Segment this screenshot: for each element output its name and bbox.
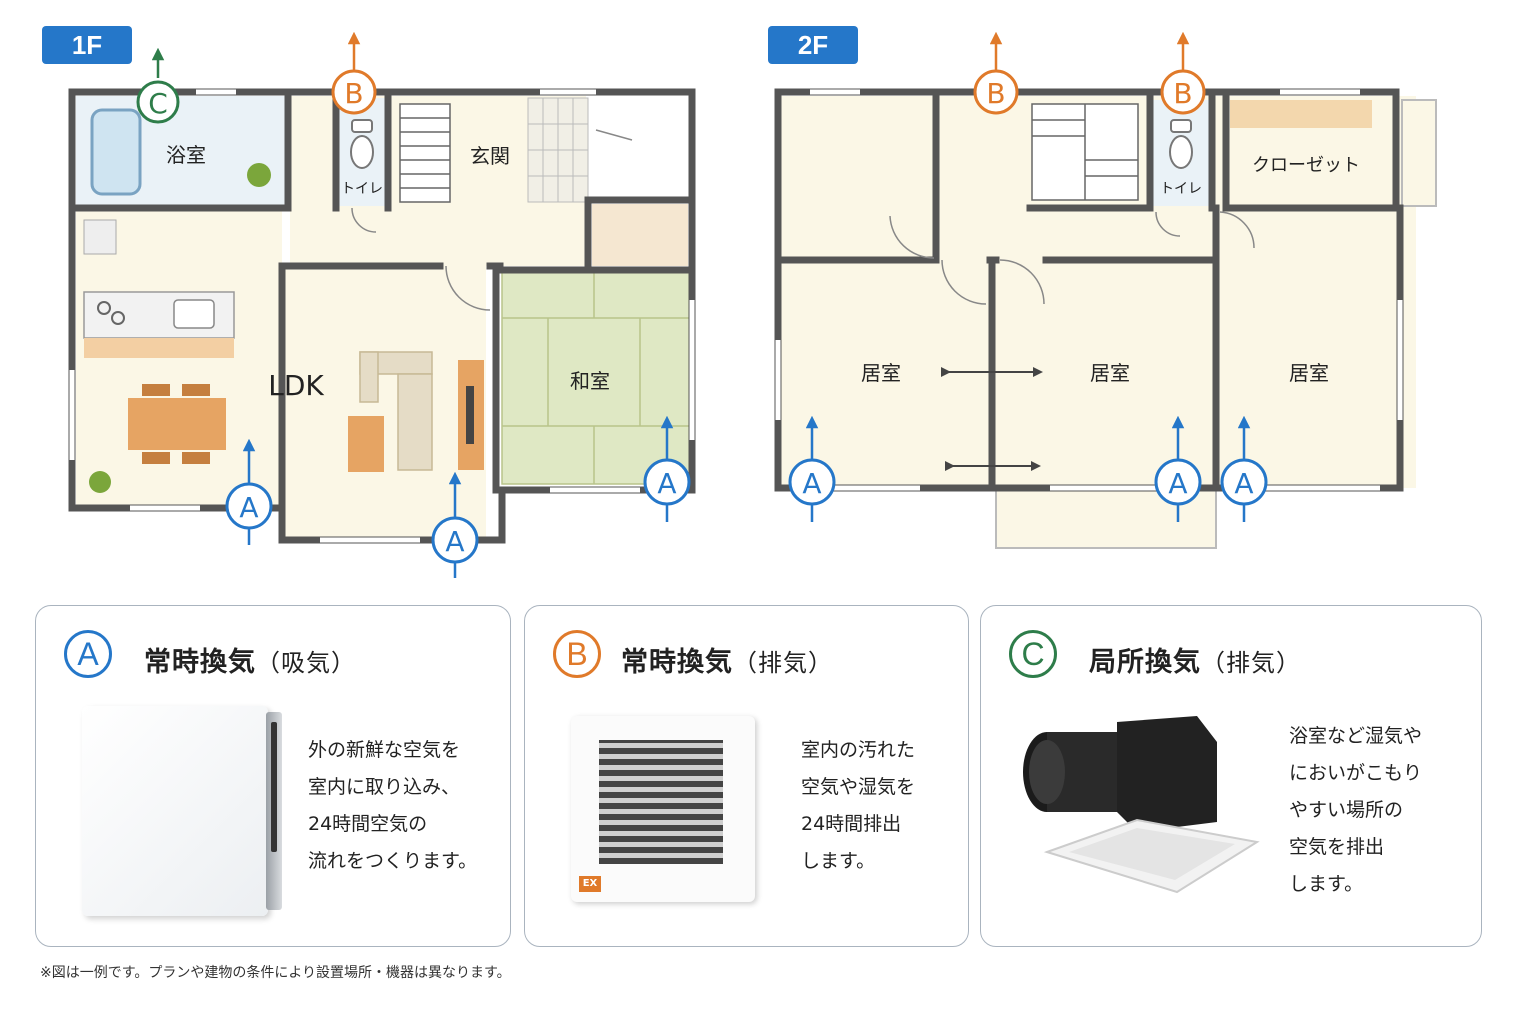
room-label-bath: 浴室 bbox=[166, 143, 206, 167]
card-b-description: 室内の汚れた 空気や湿気を 24時間排出 します。 bbox=[801, 739, 916, 872]
floor-1f-badge: 1F bbox=[42, 26, 132, 64]
wall-exhaust-fan-icon: EX bbox=[571, 716, 755, 902]
footnote: ※図は一例です。プランや建物の条件により設置場所・機器は異なります。 bbox=[40, 965, 511, 981]
marker-a-1f-dining: A bbox=[225, 438, 273, 545]
card-b-letter: B bbox=[553, 630, 601, 678]
room-label-closet: クローゼット bbox=[1252, 155, 1360, 176]
brand-logo: EX bbox=[579, 876, 601, 892]
toilet-bowl-1f bbox=[350, 135, 374, 169]
room-label-entrance: 玄関 bbox=[470, 144, 510, 168]
card-c-letter: C bbox=[1009, 630, 1057, 678]
floor-2f-badge: 2F bbox=[768, 26, 858, 64]
svg-text:A: A bbox=[802, 467, 821, 500]
svg-text:B: B bbox=[344, 77, 363, 110]
floor-plan-2f: トイレ クローゼット 居室 居室 居室 B B A A A bbox=[774, 31, 1437, 549]
marker-a-2f-room3: A bbox=[1220, 415, 1268, 522]
card-b-title: 常時換気（排気） bbox=[621, 647, 833, 678]
bathtub bbox=[90, 108, 142, 196]
card-c-title: 局所換気（排気） bbox=[1089, 647, 1301, 678]
room-label-toilet-2f: トイレ bbox=[1160, 181, 1202, 197]
walls-1f bbox=[68, 88, 696, 544]
entrance-tiles bbox=[527, 97, 589, 203]
floor-plan-1f: 浴室 トイレ 玄関 LDK 和室 C B A A A bbox=[68, 31, 696, 578]
svg-text:A: A bbox=[657, 467, 676, 500]
stairs-2f bbox=[1031, 103, 1139, 201]
ceiling-exhaust-fan-icon bbox=[1023, 716, 1260, 894]
marker-a-1f-washitsu: A bbox=[643, 415, 691, 522]
dining-set bbox=[128, 384, 226, 464]
room-label-room3: 居室 bbox=[1289, 361, 1329, 385]
wall-air-intake-unit-icon bbox=[82, 706, 282, 916]
stairs-1f bbox=[399, 103, 451, 203]
toilet-bowl-2f bbox=[1169, 135, 1193, 169]
svg-text:A: A bbox=[1168, 467, 1187, 500]
room-label-washitsu: 和室 bbox=[570, 369, 610, 393]
card-a-letter: A bbox=[64, 630, 112, 678]
svg-text:B: B bbox=[986, 77, 1005, 110]
svg-text:B: B bbox=[1173, 77, 1192, 110]
card-b-exhaust: B 常時換気（排気） EX 室内の汚れた 空気や湿気を 24時間排出 します。 bbox=[524, 605, 969, 947]
card-c-local: C 局所換気（排気） 浴室など湿気や においがこもり やすい場所の 空気を排出 … bbox=[980, 605, 1482, 947]
room-label-room1: 居室 bbox=[861, 361, 901, 385]
marker-b-1f: B bbox=[331, 31, 377, 115]
plant-icon bbox=[247, 163, 271, 187]
marker-b-2f-toilet: B bbox=[1160, 31, 1206, 115]
room-label-ldk: LDK bbox=[268, 369, 324, 402]
svg-text:A: A bbox=[1234, 467, 1253, 500]
card-a-title: 常時換気（吸気） bbox=[144, 647, 356, 678]
washitsu-tatami bbox=[501, 271, 693, 485]
svg-text:A: A bbox=[239, 491, 258, 524]
sofa bbox=[359, 351, 433, 471]
marker-a-2f-room1: A bbox=[788, 415, 836, 522]
room-label-toilet-1f: トイレ bbox=[341, 181, 383, 197]
card-a-intake: A 常時換気（吸気） 外の新鮮な空気を 室内に取り込み、 24時間空気の 流れを… bbox=[35, 605, 511, 947]
card-c-description: 浴室など湿気や においがこもり やすい場所の 空気を排出 します。 bbox=[1289, 725, 1423, 895]
marker-c-1f: C bbox=[136, 47, 180, 124]
room-label-room2: 居室 bbox=[1090, 361, 1130, 385]
card-a-description: 外の新鮮な空気を 室内に取り込み、 24時間空気の 流れをつくります。 bbox=[308, 739, 478, 872]
svg-text:C: C bbox=[148, 87, 168, 120]
svg-text:A: A bbox=[445, 525, 464, 558]
marker-b-2f-hall: B bbox=[973, 31, 1019, 115]
marker-a-2f-room2: A bbox=[1154, 415, 1202, 522]
marker-a-1f-living: A bbox=[431, 471, 479, 578]
